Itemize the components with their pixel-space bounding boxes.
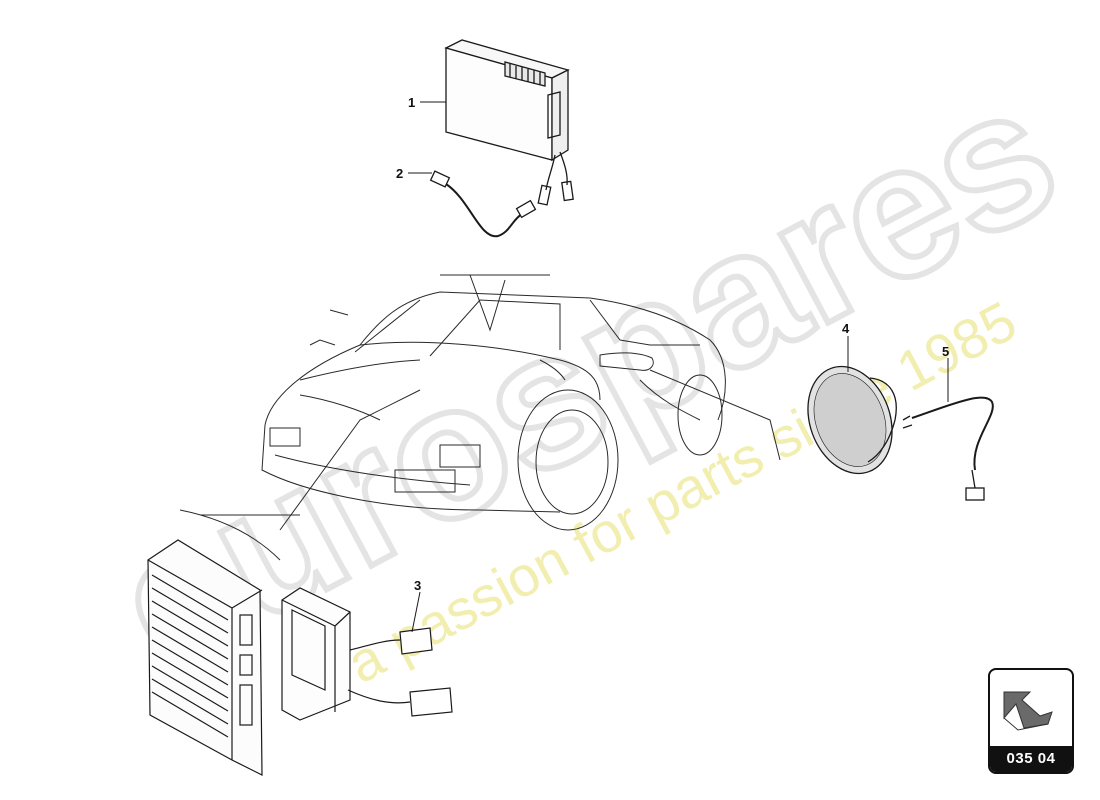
- leader-lines: [408, 101, 949, 633]
- callout-2: 2: [396, 166, 403, 181]
- arrow-icon: [1003, 691, 1053, 731]
- part-3-amplifier-module: [147, 539, 453, 776]
- car-outline: [179, 274, 781, 561]
- part-5-speaker-wire: [902, 396, 994, 501]
- section-reference-badge[interactable]: 035 04: [988, 668, 1074, 774]
- callout-labels: 1 2 3 4 5: [396, 95, 949, 593]
- part-4-speaker: [807, 365, 897, 475]
- section-code: 035 04: [990, 746, 1072, 772]
- callout-1: 1: [408, 95, 415, 110]
- callout-5: 5: [942, 344, 949, 359]
- part-1-control-unit: [444, 39, 574, 206]
- part-2-wire-harness: [429, 170, 537, 238]
- callout-3: 3: [414, 578, 421, 593]
- callout-4: 4: [842, 321, 850, 336]
